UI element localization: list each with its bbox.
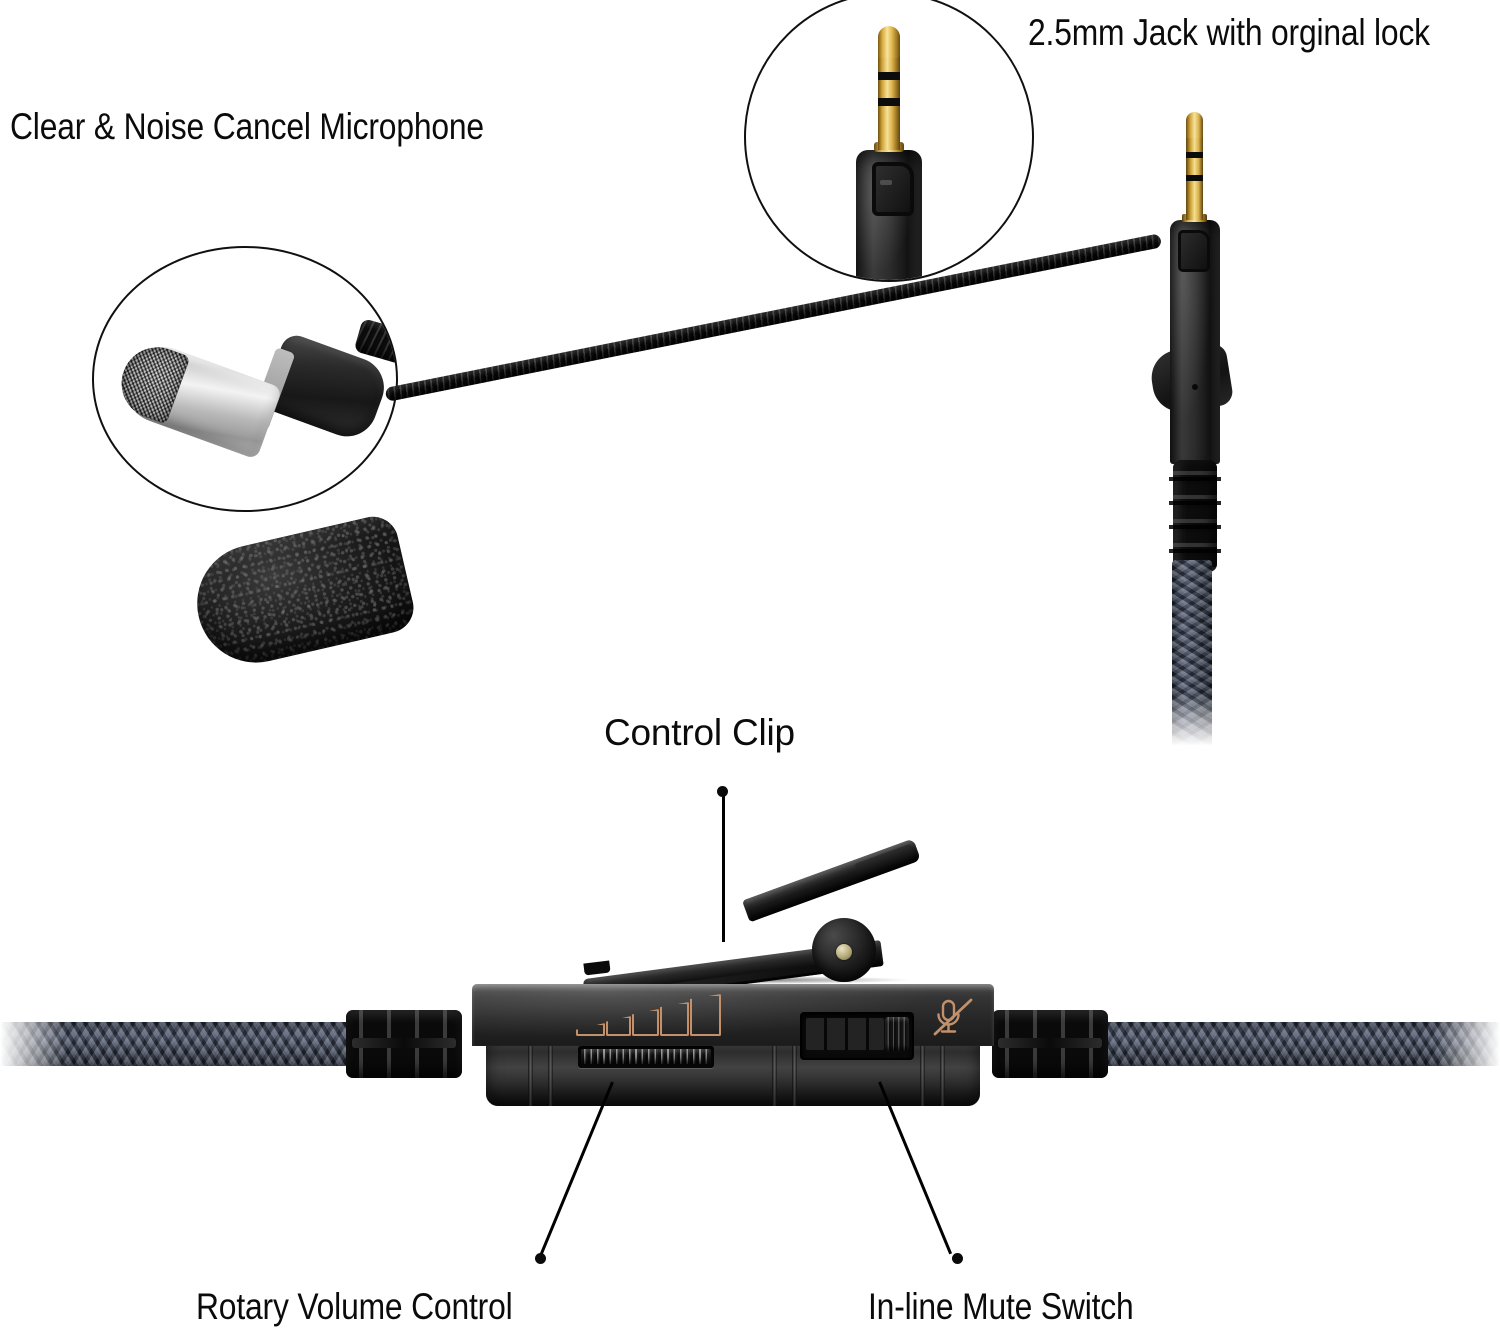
mute-slider-switch[interactable] xyxy=(800,1012,914,1060)
callout-label-jack: 2.5mm Jack with orginal lock xyxy=(1028,12,1430,53)
inline-control-module[interactable] xyxy=(472,984,994,1106)
inset-circle-microphone xyxy=(92,246,398,512)
foam-windscreen-body xyxy=(185,511,419,675)
foam-windscreen xyxy=(185,511,419,675)
callout-label-microphone: Clear & Noise Cancel Microphone xyxy=(10,106,484,147)
clip-pivot-screw xyxy=(836,944,852,960)
volume-bar-1 xyxy=(576,1023,605,1036)
volume-bar-5 xyxy=(690,994,721,1036)
callout-label-mute: In-line Mute Switch xyxy=(868,1286,1134,1327)
leader-line-clip xyxy=(722,792,725,942)
module-ridge xyxy=(940,1042,945,1106)
jack-insulator-ring xyxy=(1186,152,1203,158)
jack-insulator-ring xyxy=(1186,175,1203,181)
mic-muted-icon xyxy=(930,996,976,1038)
clip-upper-lever xyxy=(742,838,921,923)
callout-label-rotary: Rotary Volume Control xyxy=(196,1286,513,1327)
mic-grille-mesh xyxy=(111,337,191,425)
cable-segment-vertical xyxy=(1172,560,1212,750)
module-top-face xyxy=(472,984,994,1046)
jack-strain-relief-boot xyxy=(1169,460,1221,572)
leader-line-rotary xyxy=(539,1081,614,1255)
gooseneck-boom-arm xyxy=(383,227,1163,407)
control-clip[interactable] xyxy=(578,838,946,1006)
leader-dot-rotary xyxy=(535,1253,546,1264)
gooseneck-coil-texture xyxy=(384,233,1163,402)
strain-relief-boot-left xyxy=(346,1010,462,1078)
main-jack-connector xyxy=(1147,112,1270,572)
rotary-volume-wheel[interactable] xyxy=(578,1046,714,1068)
leader-line-mute xyxy=(878,1081,952,1255)
volume-bars-icon xyxy=(576,994,721,1038)
jack-insulator-ring xyxy=(878,72,900,80)
cable-segment-left xyxy=(0,1022,360,1066)
jack-vent-hole xyxy=(1192,384,1198,390)
volume-bar-2 xyxy=(606,1016,631,1036)
module-ridge xyxy=(772,1042,777,1106)
jack-insulator-ring xyxy=(878,98,900,106)
mute-switch-knob[interactable] xyxy=(885,1017,909,1051)
leader-dot-mute xyxy=(952,1253,963,1264)
module-top-bevel xyxy=(472,984,994,992)
leader-dot-clip xyxy=(717,786,728,797)
volume-bar-4 xyxy=(660,1002,689,1036)
module-ridge xyxy=(528,1042,533,1106)
module-ridge xyxy=(548,1042,553,1106)
clip-jaw-tip xyxy=(583,960,611,976)
mute-switch-track xyxy=(806,1018,884,1050)
volume-bar-3 xyxy=(632,1009,659,1036)
module-ridge xyxy=(920,1042,925,1106)
jack-lock-notch xyxy=(872,162,914,216)
strain-relief-boot-right xyxy=(992,1010,1108,1078)
cable-segment-right xyxy=(1104,1022,1500,1066)
callout-label-clip: Control Clip xyxy=(604,712,795,753)
jack-lock-notch xyxy=(1178,230,1210,272)
module-ridge xyxy=(792,1042,797,1106)
jack-tip-gold xyxy=(878,26,900,58)
rotary-wheel-ribs xyxy=(581,1049,711,1064)
mic-capsule xyxy=(111,336,283,460)
inset-circle-jack xyxy=(744,0,1034,282)
jack-tip-gold xyxy=(1186,112,1203,138)
